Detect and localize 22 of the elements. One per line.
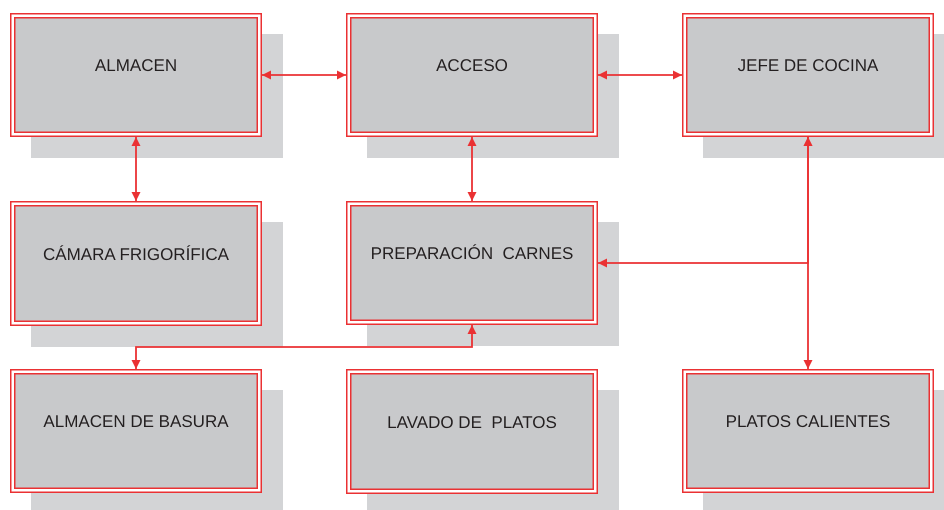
process-box xyxy=(346,369,598,494)
box-label: LAVADO DE PLATOS xyxy=(387,412,557,434)
process-box xyxy=(682,13,934,137)
process-box xyxy=(346,13,598,137)
connector-arrow xyxy=(262,70,346,80)
connector-arrow xyxy=(132,137,140,201)
box-label: PREPARACIÓN CARNES xyxy=(370,243,574,265)
box-label: ACCESO xyxy=(436,55,508,77)
process-box xyxy=(10,201,262,326)
process-box xyxy=(10,369,262,493)
connector-arrow xyxy=(598,70,682,80)
connector-arrow xyxy=(468,137,476,201)
process-box xyxy=(10,13,262,137)
box-label: JEFE DE COCINA xyxy=(738,55,878,77)
box-label: ALMACEN xyxy=(94,55,178,77)
process-box xyxy=(682,369,934,493)
box-label: CÁMARA FRIGORÍFICA xyxy=(42,244,230,266)
process-box xyxy=(346,201,598,325)
connector-arrow xyxy=(132,325,476,369)
connector-arrow xyxy=(804,137,812,369)
box-label: ALMACEN DE BASURA xyxy=(43,411,229,433)
box-label: PLATOS CALIENTES xyxy=(726,411,890,433)
